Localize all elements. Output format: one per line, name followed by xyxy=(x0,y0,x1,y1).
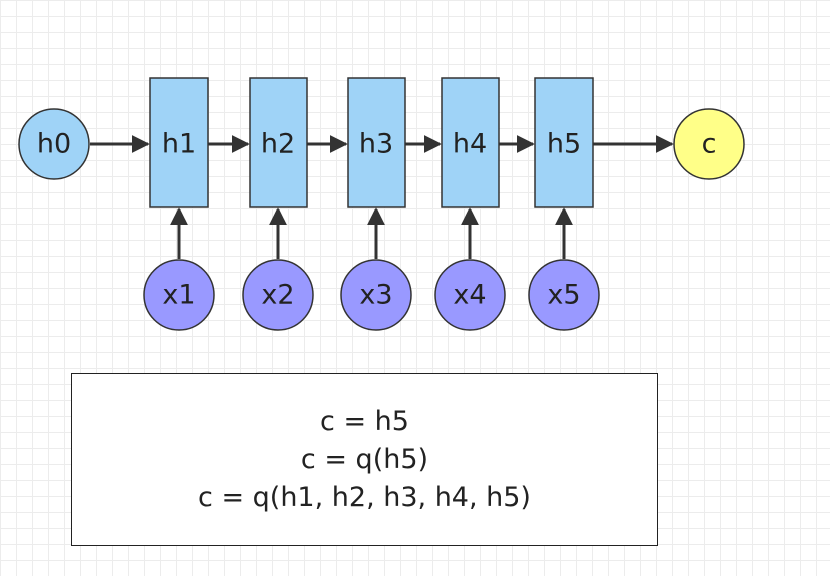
hidden-state-h5: h5 xyxy=(534,77,594,208)
input-x1: x1 xyxy=(143,259,215,331)
input-label: x1 xyxy=(162,280,195,311)
formula-line-1: c = h5 xyxy=(320,405,409,437)
hidden-state-label: h4 xyxy=(453,129,487,160)
input-label: x2 xyxy=(261,280,294,311)
arrows xyxy=(90,135,674,259)
hidden-state-h2: h2 xyxy=(249,77,308,208)
initial-state-label: h0 xyxy=(37,129,71,160)
formula-line-2: c = q(h5) xyxy=(300,443,429,475)
hidden-state-label: h2 xyxy=(261,129,295,160)
output-label: c xyxy=(702,129,717,160)
initial-state-node: h0 xyxy=(18,108,90,180)
hidden-state-h1: h1 xyxy=(149,77,209,208)
input-label: x4 xyxy=(453,280,486,311)
input-label: x3 xyxy=(359,280,392,311)
hidden-state-label: h3 xyxy=(359,129,393,160)
input-x2: x2 xyxy=(242,259,314,331)
formula-line-3: c = q(h1, h2, h3, h4, h5) xyxy=(198,481,531,513)
hidden-state-h3: h3 xyxy=(347,77,406,208)
hidden-state-label: h5 xyxy=(547,129,581,160)
formula-box: c = h5 c = q(h5) c = q(h1, h2, h3, h4, h… xyxy=(71,373,658,546)
input-x5: x5 xyxy=(528,259,600,331)
input-label: x5 xyxy=(547,280,580,311)
input-x3: x3 xyxy=(340,259,412,331)
hidden-state-h4: h4 xyxy=(441,77,500,208)
hidden-state-label: h1 xyxy=(162,129,196,160)
output-node: c xyxy=(673,108,745,180)
input-x4: x4 xyxy=(434,259,506,331)
